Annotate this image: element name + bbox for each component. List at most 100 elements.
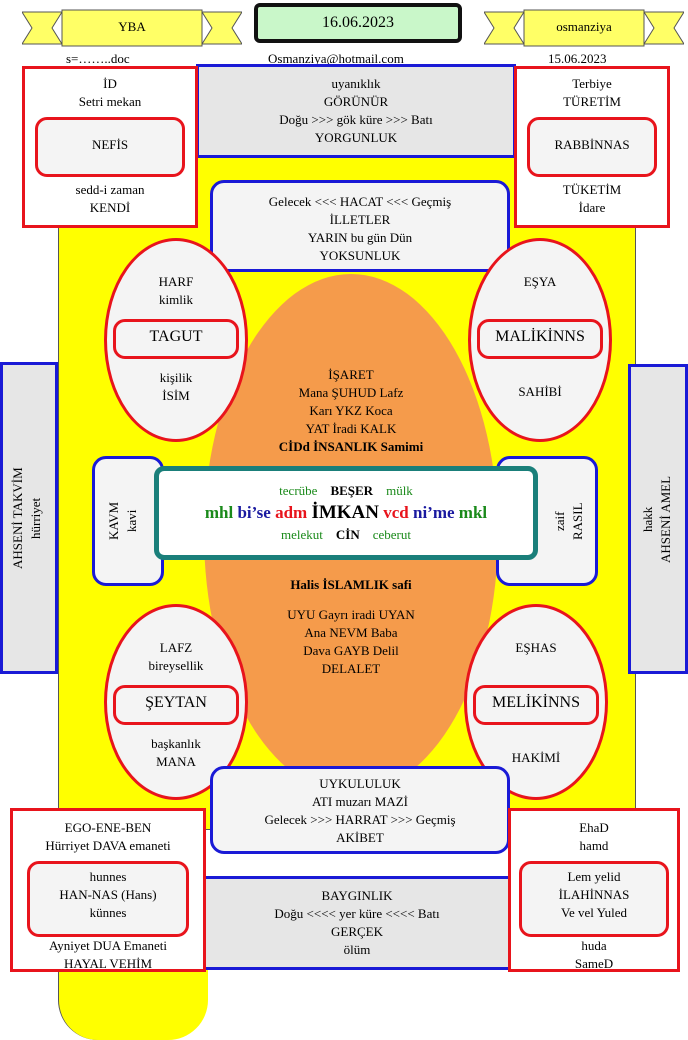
center-word: ni’me xyxy=(413,503,455,522)
oval-top-line: YAT İradi KALK xyxy=(305,421,397,436)
center-word: bi’se xyxy=(237,503,271,522)
seytan-box: ŞEYTAN xyxy=(113,685,239,725)
tagut-box: TAGUT xyxy=(113,319,239,359)
oval-bottom-bold: Halis İSLAMLIK safi xyxy=(290,577,412,592)
left-side-box: AHSENİ TAKVİM hürriyet xyxy=(0,362,58,674)
malikinns-box: MALİKİNNS xyxy=(477,319,603,359)
bottom-left-line: EGO-ENE-BEN xyxy=(64,820,152,835)
left-side-line: hürriyet xyxy=(28,497,43,539)
left-mid-line: kavi xyxy=(124,509,139,533)
date-small: 15.06.2023 xyxy=(548,51,607,66)
bottom-left-box: EGO-ENE-BEN Hürriyet DAVA emaneti hunnes… xyxy=(10,808,206,972)
date-box: 16.06.2023 xyxy=(254,3,462,43)
bottom-center-line: ölüm xyxy=(343,942,371,957)
top-right-line: Terbiye xyxy=(572,76,612,91)
top-left-line: KENDİ xyxy=(89,200,131,215)
center-box: tecrübe BEŞER mülk mhl bi’se adm İMKAN v… xyxy=(154,466,538,560)
oval-top-line: İŞARET xyxy=(328,367,374,382)
bottom-right-line: SameD xyxy=(574,956,614,971)
oval-bottom-line: DELALET xyxy=(321,661,381,676)
upper-blue-line: Gelecek <<< HACAT <<< Geçmiş xyxy=(268,194,452,209)
circle-bottom-right: EŞHAS MELİKİNNS HAKİMİ xyxy=(464,604,608,800)
han-nas-box: hunnes HAN-NAS (Hans) künnes xyxy=(27,861,189,937)
center-word: mkl xyxy=(458,503,488,522)
upper-blue-box: Gelecek <<< HACAT <<< Geçmiş İLLETLER YA… xyxy=(210,180,510,272)
lower-blue-line: UYKULULUK xyxy=(319,776,401,791)
circle-line: İSİM xyxy=(162,388,190,403)
top-left-box: İD Setri mekan NEFİS sedd-i zaman KENDİ xyxy=(22,66,198,228)
right-mid-line: zaif xyxy=(552,511,567,531)
center-word: CİN xyxy=(335,527,360,542)
bottom-left-line: Ayniyet DUA Emaneti xyxy=(49,938,167,953)
oval-top-bold: CİDd İNSANLIK Samimi xyxy=(278,439,424,454)
bottom-right-box: EhaD hamd Lem yelid İLAHİNNAS Ve vel Yul… xyxy=(508,808,680,972)
lower-blue-line: AKİBET xyxy=(336,830,384,845)
top-right-box: Terbiye TÜRETİM RABBİNNAS TÜKETİM İdare xyxy=(514,66,670,228)
center-word: melekut xyxy=(281,527,323,542)
top-right-line: TÜKETİM xyxy=(562,182,622,197)
top-center-line: YORGUNLUK xyxy=(314,130,398,145)
rabbinnas-box: RABBİNNAS xyxy=(527,117,657,177)
bottom-center-line: BAYGINLIK xyxy=(321,888,393,903)
center-word: mhl xyxy=(204,503,234,522)
right-banner-text: osmanziya xyxy=(556,19,612,34)
file-name: s=……..doc xyxy=(66,51,130,66)
center-word: adm xyxy=(275,503,308,522)
bottom-left-line: HAYAL VEHİM xyxy=(64,956,152,971)
left-banner-text: YBA xyxy=(118,19,146,34)
left-mid-line: KAVM xyxy=(106,501,121,541)
oval-top-text: İŞARET Mana ŞUHUD Lafz Karı YKZ Koca YAT… xyxy=(224,366,478,456)
circle-line: başkanlık xyxy=(151,736,201,751)
bottom-center-line: GERÇEK xyxy=(331,924,383,939)
email: Osmanziya@hotmail.com xyxy=(268,51,404,66)
right-side-box: hakk AHSENİ AMEL xyxy=(628,364,688,674)
right-side-text: hakk AHSENİ AMEL xyxy=(639,377,675,661)
circle-line: HARF xyxy=(158,274,194,289)
circle-top-left: HARF kimlik TAGUT kişilik İSİM xyxy=(104,238,248,442)
circle-line: EŞYA xyxy=(523,274,557,289)
oval-bottom-line: Dava GAYB Delil xyxy=(303,643,399,658)
left-mid-text: KAVM kavi xyxy=(105,469,141,573)
right-side-line: AHSENİ AMEL xyxy=(658,475,673,563)
center-word: vcd xyxy=(383,503,409,522)
left-ribbon xyxy=(22,9,242,47)
circle-line: SAHİBİ xyxy=(518,384,562,399)
bottom-right-line: huda xyxy=(581,938,607,953)
bottom-right-line: EhaD xyxy=(579,820,609,835)
top-center-box: uyanıklık GÖRÜNÜR Doğu >>> gök küre >>> … xyxy=(196,64,516,158)
top-right-line: TÜRETİM xyxy=(563,94,621,109)
circle-line: MANA xyxy=(156,754,196,769)
right-mid-line: RASIL xyxy=(570,502,585,540)
top-left-line: İD xyxy=(103,76,117,91)
circle-line: kimlik xyxy=(159,292,193,307)
oval-top-line: Karı YKZ Koca xyxy=(309,403,393,418)
circle-line: bireysellik xyxy=(148,658,204,673)
ilahinnas-line: Lem yelid xyxy=(567,869,621,884)
top-left-line: Setri mekan xyxy=(78,94,142,109)
left-side-line: AHSENİ TAKVİM xyxy=(10,467,25,569)
circle-line: kişilik xyxy=(159,370,193,385)
left-side-text: AHSENİ TAKVİM hürriyet xyxy=(9,375,45,661)
center-word: ceberut xyxy=(372,527,411,542)
top-center-line: Doğu >>> gök küre >>> Batı xyxy=(279,112,433,127)
center-word: tecrübe xyxy=(279,483,318,498)
oval-bottom-line: Ana NEVM Baba xyxy=(304,625,398,640)
upper-blue-line: İLLETLER xyxy=(329,212,391,227)
oval-top-line: Mana ŞUHUD Lafz xyxy=(298,385,404,400)
center-word: mülk xyxy=(386,483,413,498)
right-ribbon xyxy=(484,9,684,47)
right-mid-text: zaif RASIL xyxy=(551,469,587,573)
ilahinnas-box: Lem yelid İLAHİNNAS Ve vel Yuled xyxy=(519,861,669,937)
circle-line: HAKİMİ xyxy=(511,750,561,765)
bottom-left-line: Hürriyet DAVA emaneti xyxy=(45,838,171,853)
lower-blue-line: ATI muzarı MAZİ xyxy=(311,794,409,809)
top-center-line: uyanıklık xyxy=(331,76,381,91)
yellow-foot xyxy=(58,960,208,1040)
han-nas-line: hunnes xyxy=(89,869,127,884)
melikinns-box: MELİKİNNS xyxy=(473,685,599,725)
circle-line: EŞHAS xyxy=(515,640,557,655)
bottom-center-line: Doğu <<<< yer küre <<<< Batı xyxy=(274,906,440,921)
ilahinnas-line: İLAHİNNAS xyxy=(558,887,630,902)
lower-blue-box: UYKULULUK ATI muzarı MAZİ Gelecek >>> HA… xyxy=(210,766,510,854)
nefis-box: NEFİS xyxy=(35,117,185,177)
